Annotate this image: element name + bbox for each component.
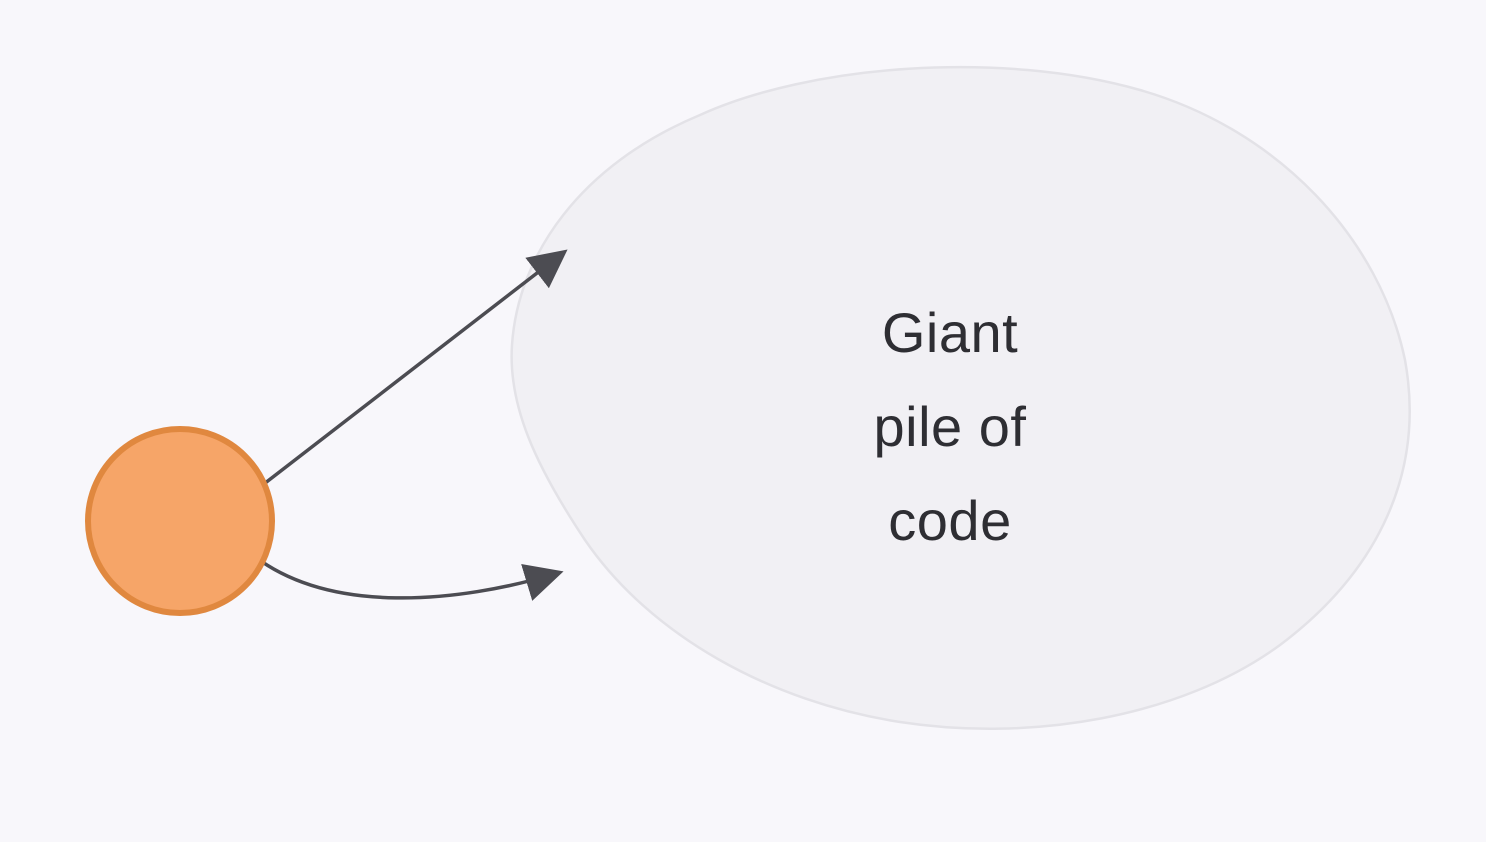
code-pile-blob (510, 65, 1411, 730)
orange-node (85, 426, 275, 616)
blob-label-line-1: Giant (882, 301, 1018, 364)
arrow-to-blob-bottom (252, 554, 564, 601)
arrow-to-blob-top (258, 249, 568, 489)
blob-label-line-2: pile of (874, 395, 1027, 458)
blob-label-line-3: code (888, 489, 1011, 552)
